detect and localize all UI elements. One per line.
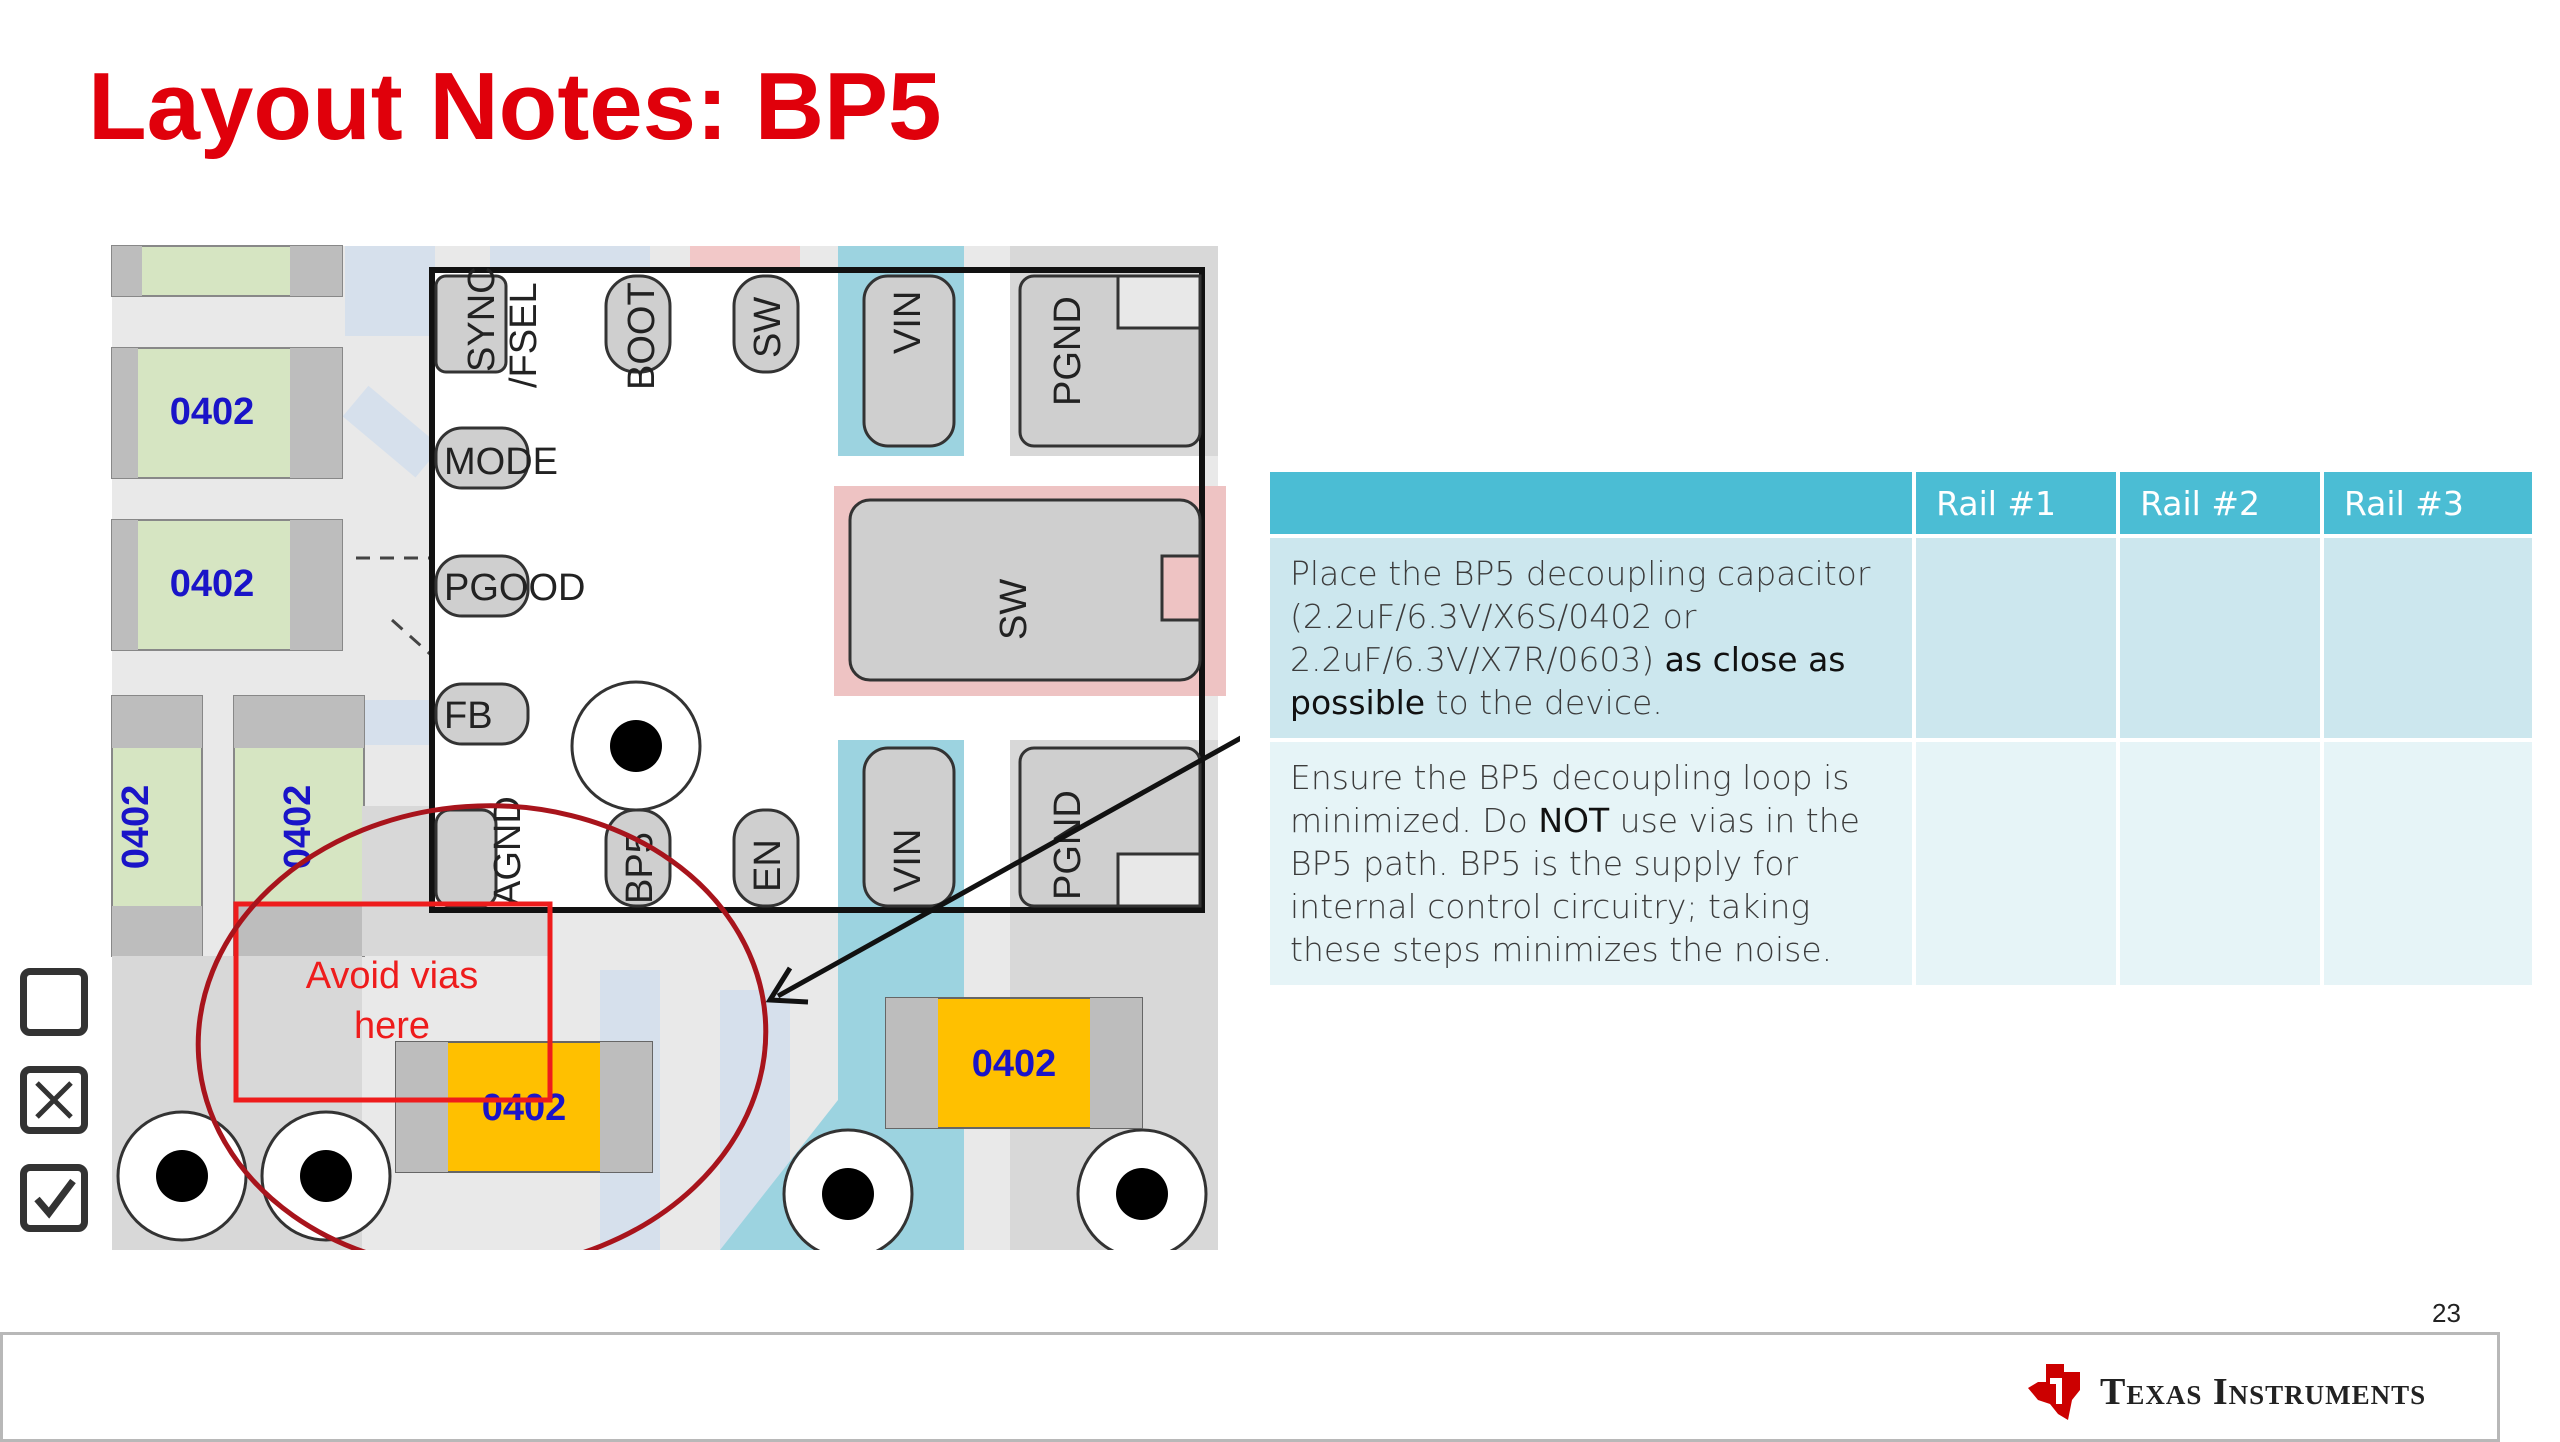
ti-logo-icon [2028, 1364, 2080, 1420]
footer-bar [0, 1332, 2500, 1442]
pin-pgnd-bottom-label: PGND [1047, 790, 1089, 900]
rail-2-cell [2120, 742, 2320, 985]
table-header-row: Rail #1 Rail #2 Rail #3 [1270, 472, 2532, 534]
rails-table: Rail #1 Rail #2 Rail #3 Place the BP5 de… [1266, 468, 2536, 989]
cap-c0-top [111, 245, 343, 297]
pin-en-label: EN [747, 839, 789, 892]
check-checkbox-icon [20, 1164, 88, 1232]
pin-fsel-label: /FSEL [503, 282, 545, 388]
cap-c3: 0402 [111, 695, 203, 957]
cap-c1: 0402 [111, 347, 343, 479]
rail-1-cell [1916, 538, 2117, 738]
empty-checkbox-icon [20, 968, 88, 1036]
slide-title: Layout Notes: BP5 [88, 53, 942, 160]
brand-name: Texas Instruments [2100, 1371, 2427, 1413]
pin-mode-label: MODE [444, 441, 558, 483]
cap-c4: 0402 [233, 695, 365, 957]
cap-c2: 0402 [111, 519, 343, 651]
pin-pgnd-top-label: PGND [1047, 296, 1089, 406]
cap-c2-label: 0402 [170, 563, 255, 605]
via-group [116, 680, 1208, 1250]
avoid-vias-text-2: here [354, 1005, 430, 1047]
pin-boot-label: BOOT [621, 282, 663, 390]
table-row: Ensure the BP5 decoupling loop is minimi… [1270, 742, 2532, 985]
rail-1-cell [1916, 742, 2117, 985]
pin-vin-bottom-label: VIN [887, 829, 929, 892]
brand-logo: Texas Instruments [2024, 1360, 2426, 1424]
header-cell-blank [1270, 472, 1913, 534]
pin-fb-label: FB [444, 695, 493, 737]
callout-arrow [765, 735, 1240, 1005]
decoupling-loop-ellipse [195, 803, 769, 1250]
avoid-vias-text-1: Avoid vias [306, 955, 479, 997]
rating-checkboxes [20, 968, 88, 1262]
cap-c1-label: 0402 [170, 391, 255, 433]
cap-c5-label: 0402 [482, 1087, 567, 1129]
dashed-lines [356, 556, 561, 772]
pcb-layout-diagram: 0402 0402 0402 0402 [111, 245, 1240, 1250]
header-cell-rail-3: Rail #3 [2323, 472, 2532, 534]
cap-c6: 0402 [885, 997, 1143, 1129]
header-cell-rail-2: Rail #2 [2120, 472, 2320, 534]
table-row: Place the BP5 decoupling capacitor (2.2u… [1270, 538, 2532, 738]
pin-vin-top-label: VIN [887, 291, 929, 354]
avoid-vias-box [233, 901, 553, 1103]
page-number: 23 [2432, 1298, 2461, 1328]
cap-c5: 0402 [395, 1041, 653, 1173]
note-cell-1: Place the BP5 decoupling capacitor (2.2u… [1270, 538, 1913, 738]
x-checkbox-icon [20, 1066, 88, 1134]
header-cell-rail-1: Rail #1 [1916, 472, 2117, 534]
pin-sw-pad-label: SW [993, 579, 1035, 640]
cap-c3-label: 0402 [115, 785, 157, 870]
pin-agnd-label: AGND [487, 796, 529, 906]
rail-3-cell [2323, 742, 2532, 985]
pin-sync-label: SYNC [461, 266, 503, 372]
rail-2-cell [2120, 538, 2320, 738]
note-cell-2: Ensure the BP5 decoupling loop is minimi… [1270, 742, 1913, 985]
rail-3-cell [2323, 538, 2532, 738]
pin-sw-top-label: SW [747, 297, 789, 358]
pin-pgood-label: PGOOD [444, 567, 585, 609]
cap-c6-label: 0402 [972, 1043, 1057, 1085]
